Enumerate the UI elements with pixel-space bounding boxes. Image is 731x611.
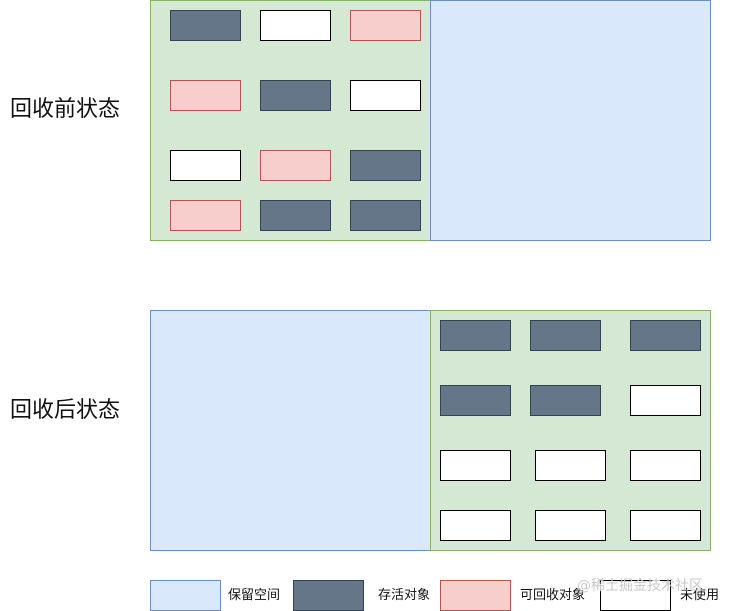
before-object-live-r3c3 xyxy=(350,150,421,181)
legend-swatch-reclaimable xyxy=(440,580,511,611)
before-object-reclaimable-r1c3 xyxy=(350,10,421,41)
after-object-live-r1c2 xyxy=(530,320,601,351)
after-object-live-r1c3 xyxy=(630,320,701,351)
legend-label-reserved: 保留空间 xyxy=(228,588,281,603)
before-state-label: 回收前状态 xyxy=(10,97,121,122)
before-object-reclaimable-r3c2 xyxy=(260,150,331,181)
after-object-unused-r4c2 xyxy=(535,510,606,541)
legend-label-unused: 未使用 xyxy=(680,588,720,603)
after-reserved-region xyxy=(150,310,431,551)
before-object-reclaimable-r4c1 xyxy=(170,200,241,231)
before-object-unused-r3c1 xyxy=(170,150,241,181)
after-object-unused-r4c3 xyxy=(630,510,701,541)
before-object-live-r4c3 xyxy=(350,200,421,231)
before-object-reclaimable-r2c1 xyxy=(170,80,241,111)
after-object-unused-r4c1 xyxy=(440,510,511,541)
legend-label-reclaimable: 可回收对象 xyxy=(520,588,586,603)
before-object-unused-r2c3 xyxy=(350,80,421,111)
legend-swatch-reserved xyxy=(150,580,221,611)
after-object-live-r1c1 xyxy=(440,320,511,351)
after-state-label: 回收后状态 xyxy=(10,398,121,423)
before-object-unused-r1c2 xyxy=(260,10,331,41)
after-object-unused-r3c2 xyxy=(535,450,606,481)
before-reserved-region xyxy=(430,0,711,241)
after-object-unused-r3c1 xyxy=(440,450,511,481)
watermark-text: @稀土掘金技术社区 xyxy=(577,578,703,594)
after-object-live-r2c2 xyxy=(530,385,601,416)
before-object-live-r4c2 xyxy=(260,200,331,231)
before-object-live-r1c1 xyxy=(170,10,241,41)
after-object-unused-r2c3 xyxy=(630,385,701,416)
before-object-live-r2c2 xyxy=(260,80,331,111)
after-object-unused-r3c3 xyxy=(630,450,701,481)
legend-label-live: 存活对象 xyxy=(378,588,431,603)
legend-swatch-live xyxy=(293,580,364,611)
after-object-live-r2c1 xyxy=(440,385,511,416)
